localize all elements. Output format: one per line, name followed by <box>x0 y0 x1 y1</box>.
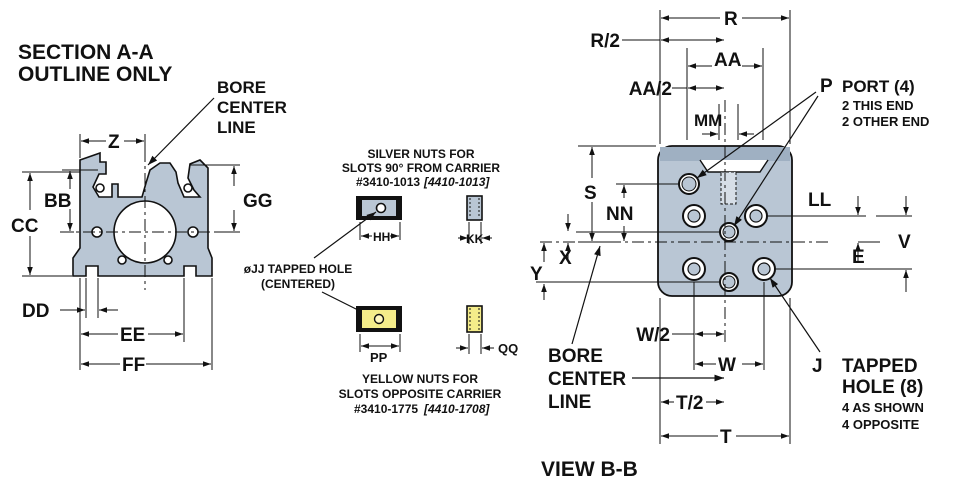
dim-qq-label: QQ <box>498 341 518 356</box>
view-bore-label-line1: BORE <box>548 346 603 367</box>
dim-y-label: Y <box>530 264 543 285</box>
dim-nn-label: NN <box>606 204 633 225</box>
tapped-hole-inner <box>687 209 701 223</box>
silver-nut-side <box>466 195 483 221</box>
silver-caption-line1: SILVER NUTS FOR <box>367 147 474 161</box>
port-label-line2: 2 THIS END <box>842 98 914 113</box>
dim-ee-label: EE <box>120 325 145 346</box>
port-label-line1: PORT (4) <box>842 77 915 96</box>
tapped-hole-leader <box>313 211 377 259</box>
yellow-nut-caption: YELLOW NUTS FOR SLOTS OPPOSITE CARRIER #… <box>339 372 502 416</box>
dim-cc-label: CC <box>11 216 39 237</box>
tapped-hole-inner <box>687 262 701 276</box>
tapped-hole-group <box>682 204 776 281</box>
yellow-nut-side <box>466 305 483 333</box>
silver-caption-line2: SLOTS 90° FROM CARRIER <box>342 161 500 175</box>
j-tapped-line1: TAPPED <box>842 356 918 377</box>
j-tapped-line4: 4 OPPOSITE <box>842 417 920 432</box>
yellow-caption-line2: SLOTS OPPOSITE CARRIER <box>339 387 502 401</box>
dim-t-label: T <box>720 427 732 448</box>
dim-e-label: E <box>852 247 865 268</box>
section-title-line2: OUTLINE ONLY <box>18 63 172 86</box>
dim-w-label: W <box>718 355 736 376</box>
section-bore-label-line3: LINE <box>217 118 256 137</box>
dim-pp-label: PP <box>370 350 388 365</box>
yellow-part-alt: [4410-1708] <box>423 402 490 416</box>
section-title-line1: SECTION A-A <box>18 41 154 64</box>
dim-ll-label: LL <box>808 190 832 211</box>
section-bore-leader <box>147 97 215 166</box>
silver-nut-hole <box>375 202 387 214</box>
view-bore-leader <box>571 245 601 345</box>
j-tapped-line3: 4 AS SHOWN <box>842 400 924 415</box>
section-small-hole <box>163 255 173 265</box>
port-leader <box>696 91 817 179</box>
port-hole-inner <box>722 225 736 239</box>
dim-aa-label: AA <box>714 50 742 71</box>
section-small-hole <box>183 183 193 193</box>
section-small-hole <box>117 255 127 265</box>
silver-nut-caption: SILVER NUTS FOR SLOTS 90° FROM CARRIER #… <box>342 147 500 189</box>
dim-r2-label: R/2 <box>590 31 620 52</box>
section-bore-label-line2: CENTER <box>217 98 287 117</box>
dim-kk-label: KK <box>466 232 484 246</box>
section-small-hole <box>95 183 105 193</box>
dim-gg-label: GG <box>243 191 273 212</box>
view-title: VIEW B-B <box>541 458 638 481</box>
port-hole-inner <box>722 275 736 289</box>
j-leader <box>769 277 821 353</box>
dim-dd-label: DD <box>22 301 49 322</box>
dim-aa2-label: AA/2 <box>629 79 672 100</box>
j-tapped-line2: HOLE (8) <box>842 377 923 398</box>
port-hole-inner <box>681 176 697 192</box>
dim-w2-label: W/2 <box>636 325 670 346</box>
dim-z-label: Z <box>108 132 120 153</box>
end-cap-slot <box>699 159 769 173</box>
dim-s-label: S <box>584 183 597 204</box>
j-label: J <box>812 356 823 377</box>
dim-ff-label: FF <box>122 355 145 376</box>
dim-x-label: X <box>559 248 572 269</box>
dim-v-label: V <box>898 232 911 253</box>
dim-t2-label: T/2 <box>676 393 703 414</box>
yellow-nut-hole <box>373 313 385 325</box>
dim-bb-label: BB <box>44 191 71 212</box>
port-leader <box>733 95 819 227</box>
tapped-hole-inner <box>757 262 771 276</box>
section-bore-label-line1: BORE <box>217 78 266 97</box>
dim-hh-label: HH <box>373 230 390 244</box>
tapped-hole-note-line1: øJJ TAPPED HOLE <box>244 262 352 276</box>
section-extrusion-profile <box>72 151 213 277</box>
port-label-line3: 2 OTHER END <box>842 114 929 129</box>
silver-part-alt: [4410-1013] <box>423 175 490 189</box>
port-p-label: P <box>820 76 833 97</box>
section-bore-label: BORE CENTER LINE <box>217 78 287 137</box>
yellow-part-number: #3410-1775 <box>354 402 418 416</box>
dim-mm-label: MM <box>694 111 722 130</box>
tapped-hole-inner <box>749 209 763 223</box>
view-bore-label-line3: LINE <box>548 392 591 413</box>
yellow-caption-line1: YELLOW NUTS FOR <box>362 372 478 386</box>
view-bore-label-line2: CENTER <box>548 369 626 390</box>
silver-part-number: #3410-1013 <box>356 175 420 189</box>
tapped-hole-note-line2: (CENTERED) <box>261 277 335 291</box>
dim-r-label: R <box>724 9 738 30</box>
end-cap-port-channel <box>720 171 737 205</box>
